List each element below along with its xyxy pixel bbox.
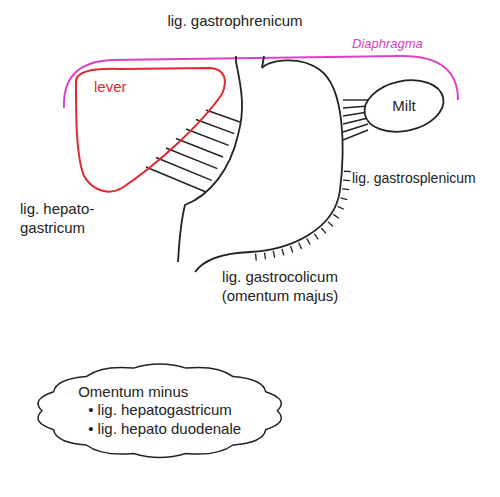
ligament-label: lig. gastrophrenicum [150, 12, 320, 31]
note-heading: Omentum minus [78, 383, 241, 402]
ligament-line [156, 158, 212, 181]
organ-name: lever [94, 78, 127, 97]
ligament-tick [338, 206, 344, 209]
ligament-label: lig. gastrosplenicum [352, 170, 496, 188]
ligament-tick [342, 188, 349, 190]
ligament-tick [290, 246, 292, 253]
ligament-label: lig. hepato- gastricum [20, 200, 120, 238]
organ-name: Milt [392, 97, 415, 116]
spleen-outline [360, 73, 449, 139]
ligament-tick [328, 222, 333, 227]
ligament-line [343, 130, 368, 140]
ligament-tick [264, 253, 265, 260]
esophagus [236, 56, 264, 68]
ligament-tick [307, 238, 310, 244]
ligament-line [166, 148, 217, 169]
ligament-tick [273, 251, 274, 258]
text-wrap: Milt [392, 97, 415, 116]
text-wrap: Omentum minus• lig. hepatogastricum• lig… [78, 383, 241, 439]
ligament-tick [299, 243, 302, 249]
stomach-outline [195, 60, 343, 272]
ligament-line [343, 118, 368, 124]
ligament-tick [343, 179, 350, 181]
ligament-tick [341, 198, 348, 200]
spleen-outline: Milt [362, 78, 446, 134]
ligament-line [146, 167, 206, 192]
ligament-label: lig. gastrocolicum (omentum majus) [200, 268, 360, 306]
ligament-ticks [256, 171, 351, 260]
ligament-tick [344, 171, 351, 173]
ligament-line [343, 99, 368, 100]
ligament-lines [146, 110, 240, 192]
liver-shape [70, 66, 222, 194]
ligament-line [186, 129, 229, 145]
ligament-tick [321, 228, 326, 233]
organ-label: Diaphragma [352, 36, 452, 52]
ligament-tick [314, 234, 318, 240]
stomach-outline [178, 62, 242, 262]
cloud-outline [38, 364, 281, 457]
ligament-tick [282, 249, 284, 256]
ligament-line [196, 120, 234, 134]
text-wrap: lever [94, 78, 127, 97]
liver-outline: lever [70, 66, 222, 194]
ligament-tick [255, 254, 257, 261]
ligament-tick [333, 214, 339, 218]
liver-outline [76, 68, 225, 192]
ligament-line [206, 110, 240, 122]
note-item: • lig. hepato duodenale [78, 420, 241, 439]
note-cloud: Omentum minus• lig. hepatogastricum• lig… [34, 360, 285, 462]
note-item: • lig. hepatogastricum [78, 401, 241, 420]
